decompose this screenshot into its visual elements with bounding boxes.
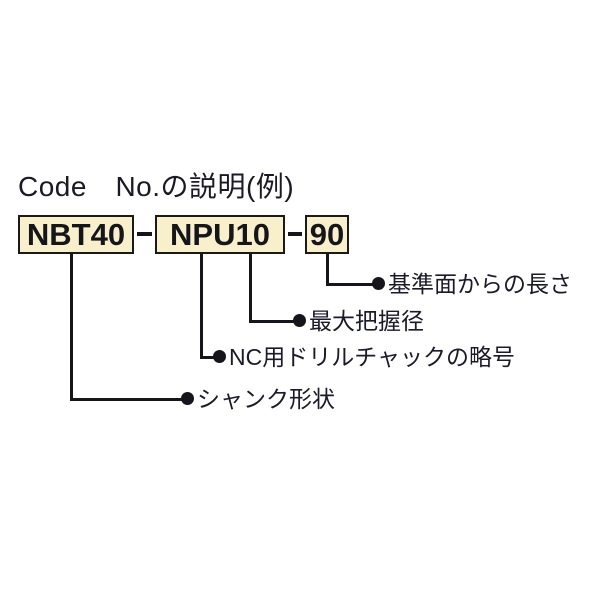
- separator-dash-1: [137, 232, 152, 236]
- leader-horizontal-shank-shape: [70, 398, 190, 401]
- code-box-chuck: NPU10: [155, 215, 285, 254]
- leader-dot-nc-drill-chuck-abbr: [213, 350, 226, 363]
- leader-vertical-nc-drill-chuck-abbr: [200, 254, 203, 358]
- leader-dot-length-from-datum: [372, 277, 385, 290]
- leader-horizontal-nc-drill-chuck-abbr: [200, 356, 222, 359]
- annotation-length-from-datum: 基準面からの長さ: [388, 271, 572, 297]
- separator-dash-2: [288, 232, 302, 236]
- annotation-nc-drill-chuck-abbr: NC用ドリルチャックの略号: [229, 344, 515, 370]
- leader-dot-shank-shape: [181, 392, 194, 405]
- annotation-shank-shape: シャンク形状: [197, 386, 335, 412]
- leader-vertical-max-grip-diameter: [249, 254, 252, 322]
- annotation-max-grip-diameter: 最大把握径: [309, 308, 424, 334]
- leader-vertical-shank-shape: [70, 254, 73, 400]
- leader-horizontal-max-grip-diameter: [249, 320, 301, 323]
- code-box-shank: NBT40: [18, 215, 134, 254]
- leader-vertical-length-from-datum: [326, 254, 329, 285]
- leader-horizontal-length-from-datum: [326, 283, 380, 286]
- diagram-title: Code No.の説明(例): [18, 171, 295, 202]
- code-box-length: 90: [305, 215, 349, 254]
- leader-dot-max-grip-diameter: [293, 314, 306, 327]
